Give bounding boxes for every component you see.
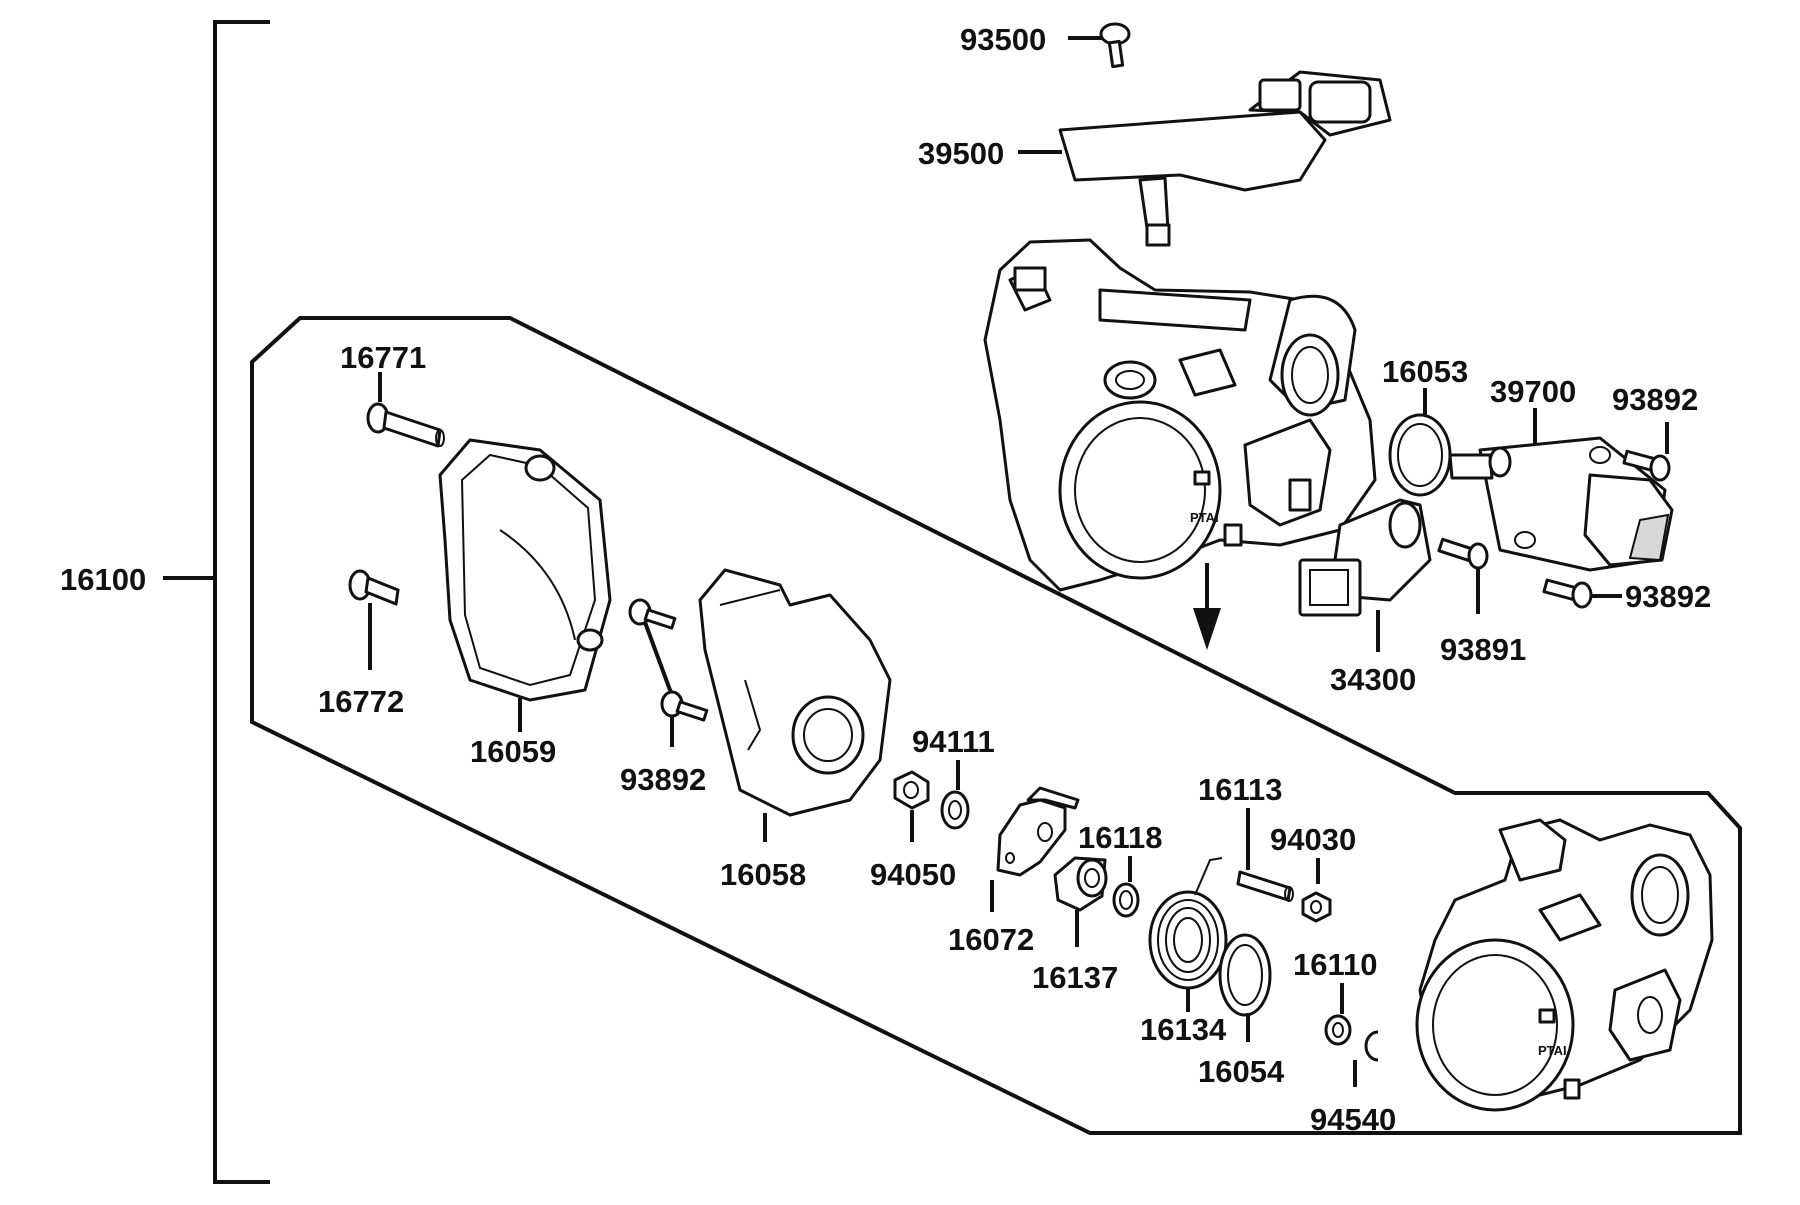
label-16118: 16118 (1078, 820, 1163, 855)
washer-16110 (1324, 983, 1352, 1046)
label-16058: 16058 (720, 857, 806, 892)
label-93892-top: 93892 (1612, 382, 1698, 417)
label-16072: 16072 (948, 922, 1034, 957)
washer-94111 (940, 760, 970, 830)
assembly-arrow (1193, 563, 1221, 650)
label-39500: 39500 (918, 136, 1004, 171)
label-93500: 93500 (960, 22, 1046, 57)
actuator-39700 (1448, 408, 1674, 572)
housing-16058 (698, 568, 892, 842)
throttle-body-upper: PTAI (983, 238, 1377, 592)
gasket-16053 (1388, 388, 1452, 497)
ring-16118 (1112, 856, 1140, 918)
subassembly-outline (250, 316, 1742, 1135)
screws-93892-left (628, 598, 709, 747)
shaft-16113 (1236, 808, 1294, 902)
label-16772: 16772 (318, 684, 404, 719)
label-16137: 16137 (1032, 960, 1118, 995)
screw-93892-right (1542, 578, 1622, 609)
bolt-16771 (366, 372, 445, 448)
label-16771: 16771 (340, 340, 426, 375)
cover-16059 (438, 438, 612, 732)
label-94540: 94540 (1310, 1102, 1396, 1137)
label-93892-left: 93892 (620, 762, 706, 797)
bushing-16137 (1053, 856, 1108, 947)
body-marking-lower: PTAI (1538, 1043, 1567, 1058)
label-94111: 94111 (912, 724, 995, 759)
spring-16134 (1148, 857, 1228, 1012)
label-94050: 94050 (870, 857, 956, 892)
label-93891: 93891 (1440, 632, 1526, 667)
label-16134: 16134 (1140, 1012, 1227, 1047)
label-16110: 16110 (1293, 947, 1378, 982)
label-16100: 16100 (60, 562, 146, 597)
screw-93891 (1437, 537, 1489, 614)
lever-16072 (990, 786, 1080, 912)
screw-93892-top (1622, 422, 1671, 482)
label-16054: 16054 (1198, 1054, 1285, 1089)
label-16113: 16113 (1198, 772, 1283, 807)
assembly-bracket (163, 20, 270, 1184)
label-16053: 16053 (1382, 354, 1468, 389)
bolt-16772 (348, 569, 400, 670)
eclip-94540 (1353, 1030, 1379, 1087)
label-16059: 16059 (470, 734, 556, 769)
label-94030: 94030 (1270, 822, 1356, 857)
label-34300: 34300 (1330, 662, 1416, 697)
screw-93500 (1068, 22, 1131, 69)
oring-16054 (1218, 933, 1272, 1042)
label-93892-right: 93892 (1625, 579, 1711, 614)
body-marking-upper: PTAI (1190, 510, 1219, 525)
nut-94050 (893, 770, 930, 842)
sensor-34300 (1298, 498, 1432, 652)
label-39700: 39700 (1490, 374, 1576, 409)
sensor-39500 (1018, 70, 1392, 247)
nut-94030 (1301, 858, 1332, 923)
throttle-body-lower: PTAI (1415, 818, 1714, 1112)
